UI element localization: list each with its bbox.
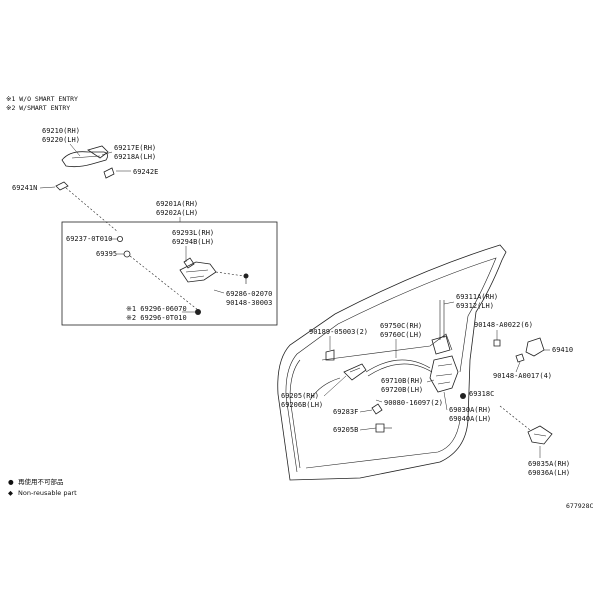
clip-69318C-icon [460,393,466,399]
screw-90148-A0022-icon [493,339,501,347]
handle-cover-icon [103,167,115,179]
label-69318C: 69318C [469,390,494,398]
weatherstrip-69410-icon [525,337,545,357]
label-69030A: 69030A(RH) [449,406,491,414]
control-cable-icon [365,359,433,377]
leader-69205 [323,375,347,397]
legend-symbol-dot-icon: ● [8,478,14,486]
note-without-smart-entry: ※1 W/O SMART ENTRY [6,95,78,103]
label-69720B: 69720B(LH) [381,386,423,394]
cylinder-69296-icon [195,309,201,315]
label-69395: 69395 [96,250,117,258]
label-69035A: 69035A(RH) [528,460,570,468]
leader-69283F [359,409,373,413]
dashed-link-striker [499,405,531,431]
label-69242E: 69242E [133,168,158,176]
label-69237: 69237-0T010 [66,235,112,243]
label-69210: 69210(RH) [42,127,80,135]
figure-code: 677928C [566,502,593,510]
label-69294B: 69294B(LH) [172,238,214,246]
frame-assembly-box [61,221,278,326]
outer-handle-rod-icon [439,300,445,340]
label-69206B: 69206B(LH) [281,401,323,409]
handle-pad-icon [55,181,69,191]
screw-69283F-icon [371,403,383,415]
label-90148-30003: 90148-30003 [226,299,272,307]
leader-69311A [443,301,455,305]
label-90148-A0017: 90148-A0017(4) [493,372,552,380]
label-69296-06070: ※1 69296-06070 [126,305,187,313]
label-90148-A0022: 90148-A0022(6) [474,321,533,329]
door-panel-outline [277,244,507,481]
label-90080: 90080-16097(2) [384,399,443,407]
label-90189: 90189-05003(2) [309,328,368,336]
leader-69205B [359,427,377,431]
grommet-69395-icon [123,250,131,258]
label-69710B: 69710B(RH) [381,377,423,385]
leader-69241N [39,186,56,189]
striker-69035A-icon [527,425,553,445]
legend-text-japanese: 再使用不可部品 [18,477,64,486]
label-69286: 69286-02070 [226,290,272,298]
label-69036A: 69036A(LH) [528,469,570,477]
label-69205B: 69205B [333,426,358,434]
screw-90148-A0017-icon [515,353,525,363]
legend-symbol-diamond-icon: ◆ [8,489,13,497]
label-69218A: 69218A(LH) [114,153,156,161]
screw-90148-icon [243,273,249,284]
legend-text-english: Non-reusable part [18,489,77,497]
inside-handle-icon [343,363,367,381]
note-with-smart-entry: ※2 W/SMART ENTRY [6,104,70,112]
dashed-link-handle [65,187,119,233]
handle-frame-icon [179,257,217,283]
screw-90189-icon [325,349,335,361]
dashed-link-screw [215,271,245,277]
leader-90080 [375,399,383,403]
label-69410: 69410 [552,346,573,354]
label-69312: 69312(LH) [456,302,494,310]
leader-90148-A0017 [515,361,521,373]
dashed-link-frame [129,255,199,311]
label-69220: 69220(LH) [42,136,80,144]
leader-69030A [443,391,448,411]
outside-handle-icon [61,145,109,168]
leader-69210 [69,143,81,157]
label-69202A: 69202A(LH) [156,209,198,217]
label-69760C: 69760C(LH) [380,331,422,339]
bolt-69205B-icon [375,423,392,433]
label-69296-0T010: ※2 69296-0T010 [126,314,187,322]
label-69750C: 69750C(RH) [380,322,422,330]
label-69201A: 69201A(RH) [156,200,198,208]
label-69283F: 69283F [333,408,358,416]
clip-69237-icon [117,235,124,242]
leader-69710B [426,379,435,383]
leader-69286 [213,289,225,294]
label-69040A: 69040A(LH) [449,415,491,423]
label-69217E: 69217E(RH) [114,144,156,152]
label-69205: 69205(RH) [281,392,319,400]
door-lock-assembly-icon [429,335,459,393]
label-69241N: 69241N [12,184,37,192]
label-69311A: 69311A(RH) [456,293,498,301]
label-69293L: 69293L(RH) [172,229,214,237]
